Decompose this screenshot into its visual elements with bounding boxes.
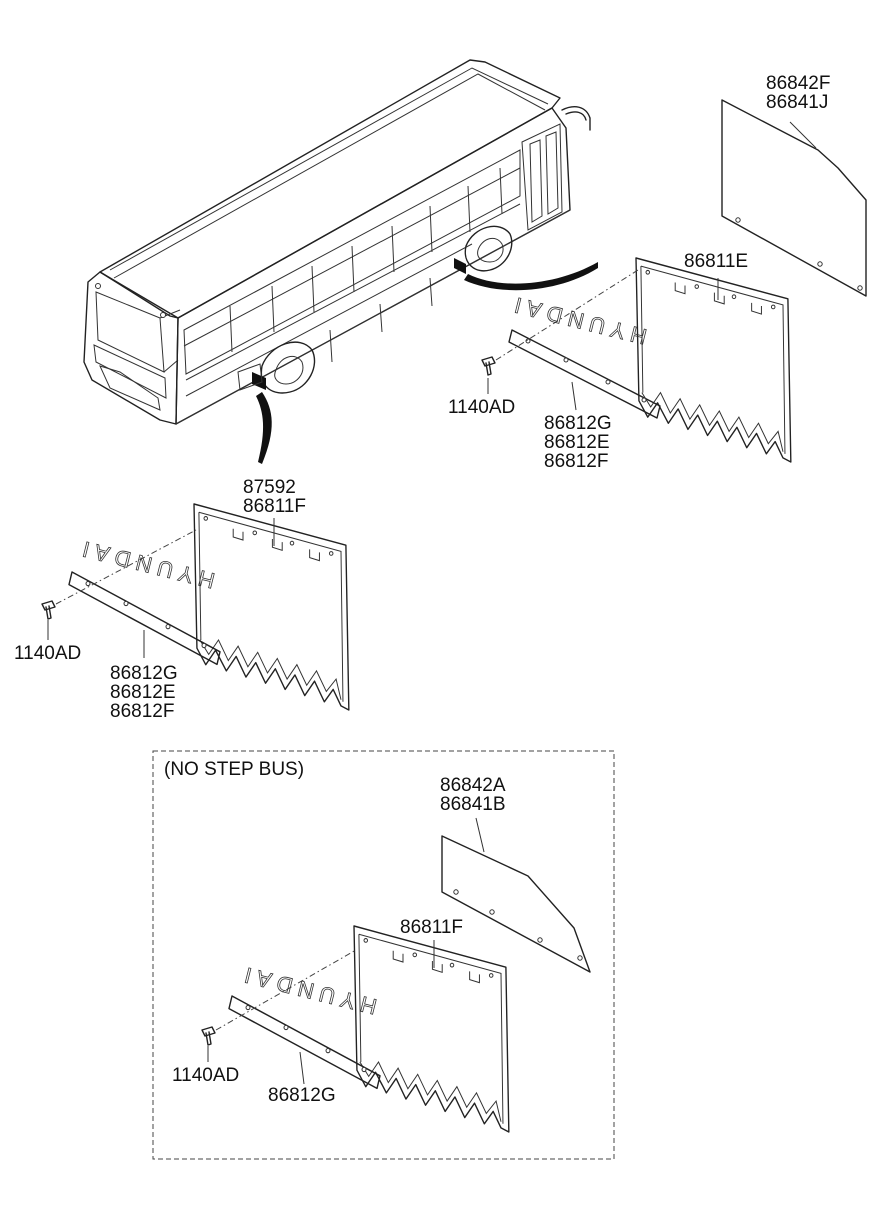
ns-mud-flap	[353, 925, 510, 1133]
no-step-bus-box	[152, 750, 615, 1160]
label-ns-strip: 86812G	[268, 1086, 336, 1105]
part-number: 86842A	[440, 775, 506, 796]
part-number: 86812F	[544, 451, 609, 472]
rear-bolt	[41, 600, 56, 640]
top-strip	[508, 329, 661, 419]
label-top-bolt: 1140AD	[448, 398, 515, 417]
part-number: 86812G	[544, 413, 612, 434]
part-number: 1140AD	[172, 1065, 240, 1086]
label-front-window: 86842F 86841J	[766, 74, 830, 112]
part-number: 86811F	[400, 917, 464, 938]
ns-strip	[228, 995, 381, 1090]
rear-strip	[68, 571, 221, 666]
label-top-flap: 86811E	[684, 252, 748, 271]
front-window-panel	[721, 99, 867, 297]
part-number: 86812E	[544, 432, 610, 453]
label-ns-bolt: 1140AD	[172, 1066, 239, 1085]
part-number: 86811E	[684, 251, 749, 272]
top-assembly-line	[495, 269, 639, 361]
rear-assembly-line	[55, 529, 197, 605]
part-number: 1140AD	[448, 397, 516, 418]
ns-window-panel	[441, 817, 591, 973]
label-rear-flap: 87592 86811F	[243, 478, 306, 516]
rear-mud-flap	[193, 503, 350, 711]
label-rear-bolt: 1140AD	[14, 644, 81, 663]
top-bolt	[481, 356, 496, 394]
label-ns-window: 86842A 86841B	[440, 776, 506, 814]
label-rear-strip: 86812G 86812E 86812F	[110, 664, 178, 721]
part-number: 86842F	[766, 73, 831, 94]
part-number: 1140AD	[14, 643, 82, 664]
part-number: 86812E	[110, 682, 176, 703]
part-number: 87592	[243, 477, 296, 498]
ns-bolt	[201, 1026, 216, 1062]
top-mud-flap	[635, 257, 792, 463]
no-step-bus-title: (NO STEP BUS)	[164, 759, 305, 780]
part-number: 86811F	[243, 496, 307, 517]
label-ns-flap: 86811F	[400, 918, 463, 937]
part-number: 86841J	[766, 92, 829, 113]
part-number: 86841B	[440, 794, 506, 815]
part-number: 86812F	[110, 701, 175, 722]
part-number: 86812G	[110, 663, 178, 684]
bus-illustration	[83, 59, 598, 464]
label-top-strip: 86812G 86812E 86812F	[544, 414, 612, 471]
part-number: 86812G	[268, 1085, 336, 1106]
